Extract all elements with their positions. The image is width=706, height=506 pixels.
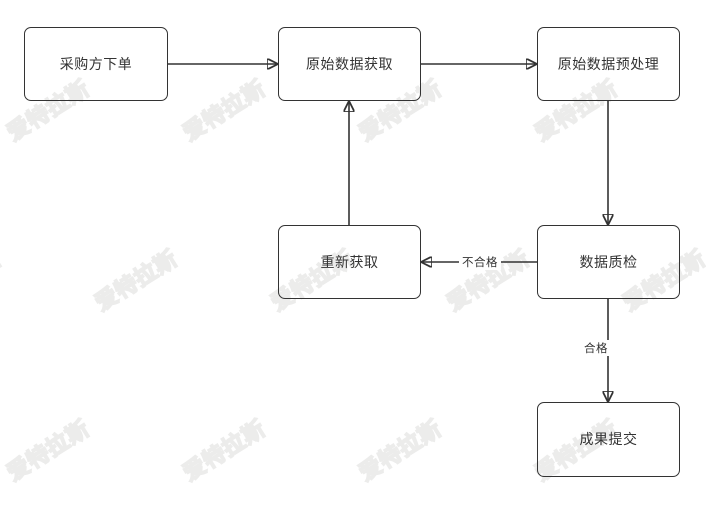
- node-order[interactable]: 采购方下单: [24, 27, 168, 101]
- node-raw-preprocess[interactable]: 原始数据预处理: [537, 27, 680, 101]
- edge-label-fail: 不合格: [459, 254, 501, 270]
- node-raw-acquire-label: 原始数据获取: [306, 55, 393, 72]
- node-order-label: 采购方下单: [59, 55, 133, 72]
- node-reacquire[interactable]: 重新获取: [278, 225, 421, 299]
- edge-label-pass: 合格: [581, 340, 611, 356]
- node-raw-acquire[interactable]: 原始数据获取: [278, 27, 421, 101]
- node-submit[interactable]: 成果提交: [537, 402, 680, 477]
- node-quality-check-label: 数据质检: [579, 253, 638, 270]
- node-submit-label: 成果提交: [579, 431, 638, 448]
- node-quality-check[interactable]: 数据质检: [537, 225, 680, 299]
- node-raw-preprocess-label: 原始数据预处理: [557, 55, 660, 72]
- node-reacquire-label: 重新获取: [320, 253, 379, 270]
